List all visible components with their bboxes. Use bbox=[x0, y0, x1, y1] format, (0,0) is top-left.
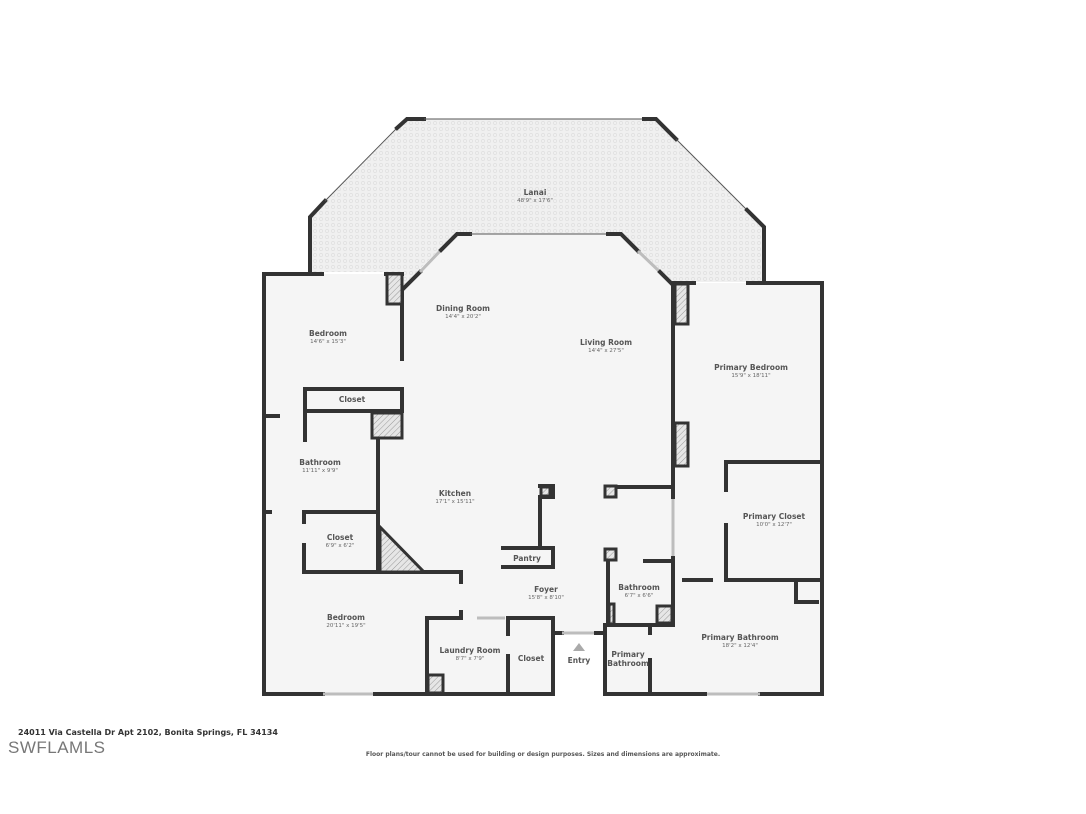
room-dimensions: 6'7" x 6'6" bbox=[624, 592, 654, 599]
room-dimensions: 17'1" x 15'11" bbox=[435, 498, 475, 505]
room-dimensions: 15'8" x 8'10" bbox=[528, 594, 564, 601]
room-name: Entry bbox=[567, 656, 591, 665]
room-dimensions: 11'11" x 9'9" bbox=[302, 467, 338, 474]
room-dimensions: 6'9" x 6'2" bbox=[325, 542, 355, 549]
room-dimensions: 48'9" x 17'6" bbox=[517, 197, 553, 204]
structural-columns bbox=[370, 272, 690, 695]
room-name: Bathroom bbox=[299, 458, 341, 467]
room-name: Bedroom bbox=[309, 329, 347, 338]
room-name: Foyer bbox=[534, 585, 558, 594]
room-name: Bedroom bbox=[327, 613, 365, 622]
disclaimer-text: Floor plans/tour cannot be used for buil… bbox=[365, 751, 721, 758]
room-name: Closet bbox=[326, 533, 354, 542]
room-dimensions: 14'6" x 15'3" bbox=[310, 338, 346, 345]
room-label-primary-bathroom-wc: Primary Bathroom bbox=[607, 650, 649, 668]
room-dimensions: 10'0" x 12'7" bbox=[756, 521, 792, 528]
room-dimensions: 14'4" x 20'2" bbox=[445, 313, 481, 320]
room-name: Living Room bbox=[579, 338, 633, 347]
entry-arrow-icon bbox=[573, 643, 585, 651]
room-name: Kitchen bbox=[438, 489, 472, 498]
room-dimensions: 14'4" x 27'5" bbox=[588, 347, 624, 354]
room-name: Closet bbox=[517, 654, 545, 663]
room-dimensions: 15'9" x 18'11" bbox=[731, 372, 771, 379]
room-label-closet-3: Closet bbox=[517, 654, 545, 664]
room-dimensions: 8'7" x 7'9" bbox=[455, 655, 485, 662]
room-name: Closet bbox=[338, 395, 366, 404]
property-address: 24011 Via Castella Dr Apt 2102, Bonita S… bbox=[18, 728, 278, 737]
room-label-closet-1: Closet bbox=[338, 395, 366, 405]
room-name: Primary Closet bbox=[742, 512, 806, 521]
room-label-entry: Entry bbox=[567, 656, 591, 666]
room-name: Lanai bbox=[523, 188, 547, 197]
room-dimensions: 20'11" x 19'5" bbox=[326, 622, 366, 629]
lanai-area bbox=[308, 117, 766, 287]
room-name: Pantry bbox=[513, 554, 541, 563]
mls-logo: SWFLAMLS bbox=[8, 738, 106, 757]
room-name: Laundry Room bbox=[439, 646, 501, 655]
room-label-pantry: Pantry bbox=[513, 554, 541, 564]
room-name: Bathroom bbox=[618, 583, 660, 592]
room-name: Primary Bathroom bbox=[701, 633, 779, 642]
room-dimensions: 18'2" x 12'4" bbox=[722, 642, 758, 649]
room-name: Dining Room bbox=[436, 304, 490, 313]
room-name: Primary Bathroom bbox=[607, 650, 649, 668]
room-name: Primary Bedroom bbox=[714, 363, 788, 372]
